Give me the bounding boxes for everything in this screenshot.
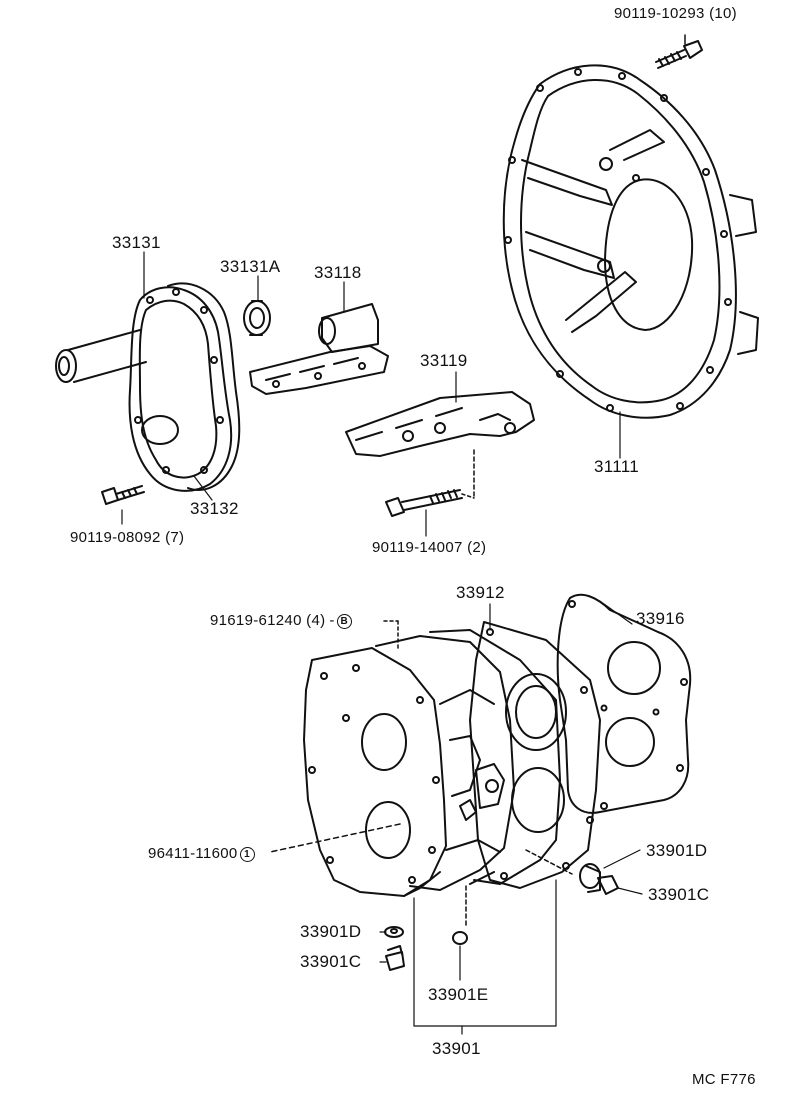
label-seal: 33131A (220, 257, 281, 276)
label-ball: 33901E (428, 985, 489, 1004)
pin-badge-icon: 1 (239, 846, 255, 862)
label-housing: 31111 (594, 457, 639, 476)
label-cover: 33131 (112, 233, 161, 252)
label-plug-c-right: 33901C (648, 885, 710, 904)
bolt-bracket-icon (385, 489, 475, 517)
label-pin-text: 96411-11600 (148, 845, 238, 862)
label-stud-text: 91619-61240 (4) (210, 612, 326, 629)
label-case: 33901 (432, 1039, 481, 1058)
support-bracket-icon (249, 303, 389, 395)
label-stud: 91619-61240 (4)-B (210, 613, 352, 629)
label-plug-d-left: 33901D (300, 922, 362, 941)
label-plug-c-left: 33901C (300, 952, 362, 971)
stud-badge-icon: B (336, 613, 352, 629)
plug-left-icon (385, 945, 405, 971)
label-cover-gasket: 33132 (190, 499, 239, 518)
plate-gasket-icon (556, 593, 692, 814)
label-bolt-top: 90119-10293 (10) (614, 5, 737, 22)
extension-cover-icon (55, 282, 241, 492)
transfer-housing-icon (502, 64, 759, 419)
label-bolt-bracket: 90119-14007 (2) (372, 539, 487, 556)
transfer-case-icon (269, 629, 573, 927)
oil-seal-icon (243, 300, 271, 336)
mounting-bracket-icon (345, 391, 535, 499)
label-plate-gasket: 33916 (636, 609, 685, 628)
label-plate: 33912 (456, 583, 505, 602)
bolt-top-icon (655, 34, 703, 69)
footer-code: MC F776 (692, 1071, 756, 1088)
label-plug-d-right: 33901D (646, 841, 708, 860)
label-bracket: 33119 (420, 351, 468, 370)
drain-plug-right-icon (579, 863, 619, 895)
ball-icon (452, 931, 468, 945)
bolt-left-icon (101, 485, 145, 505)
washer-left-icon (384, 926, 404, 938)
label-bolt-left: 90119-08092 (7) (70, 529, 185, 546)
label-support: 33118 (314, 263, 362, 282)
adapter-plate-icon (469, 621, 601, 889)
